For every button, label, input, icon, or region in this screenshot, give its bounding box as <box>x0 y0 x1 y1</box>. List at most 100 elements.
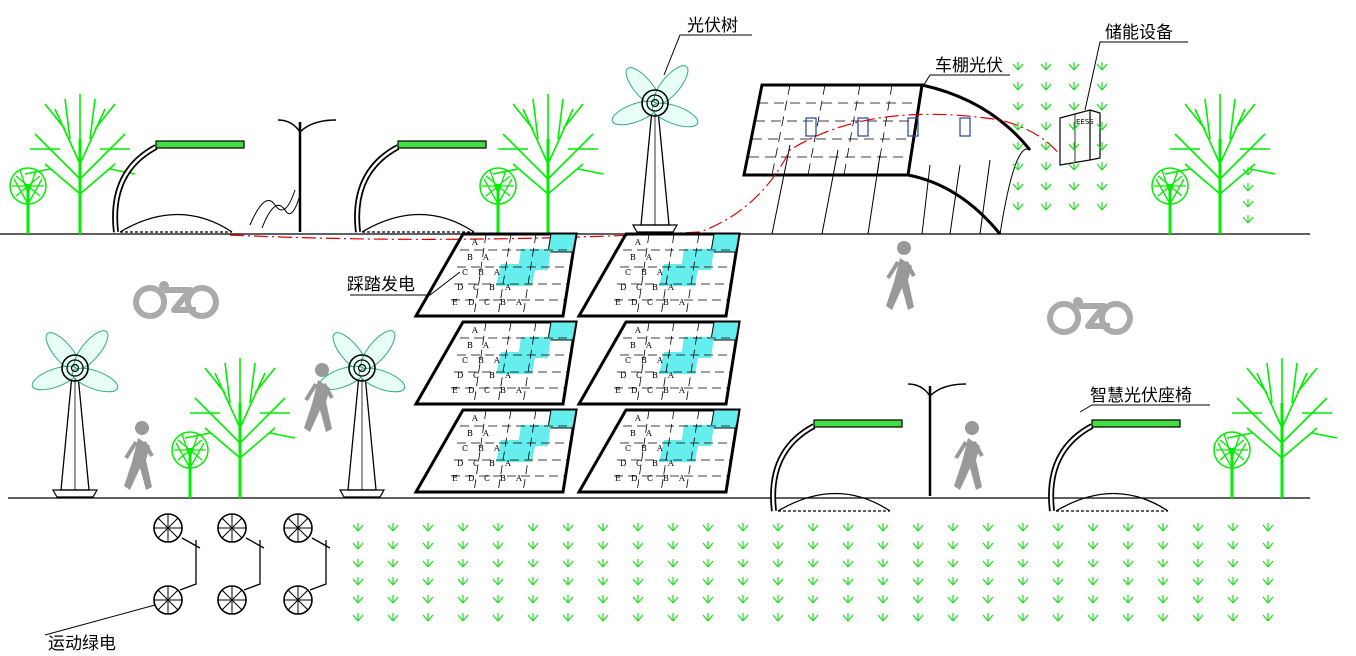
sprout-icon <box>982 576 994 586</box>
sprout-icon <box>597 522 609 532</box>
sprout-icon <box>1017 594 1029 604</box>
sprout-icon <box>422 558 434 568</box>
sprout-icon <box>1262 594 1274 604</box>
tile-letter: B <box>630 341 636 350</box>
tile-letter: C <box>462 356 468 365</box>
tile-letter: C <box>647 474 653 483</box>
pedestrian-icon <box>122 419 154 492</box>
tile-letter: A <box>634 326 641 335</box>
sprout-icon <box>1012 121 1024 131</box>
shrub-icon <box>478 166 518 236</box>
sprout-icon <box>422 540 434 550</box>
smart-pv-bench-icon <box>773 420 902 511</box>
tile-letter: A <box>656 268 663 277</box>
sprout-icon <box>1157 522 1169 532</box>
sprout-icon <box>1096 201 1108 211</box>
tile-letter: D <box>457 371 463 380</box>
sprout-icon <box>1262 576 1274 586</box>
sprout-icon <box>1157 540 1169 550</box>
tile-letter: B <box>641 268 647 277</box>
tile-letter: A <box>656 444 663 453</box>
sprout-icon <box>772 540 784 550</box>
sprout-icon <box>912 576 924 586</box>
sprout-icon <box>1017 576 1029 586</box>
sprout-icon <box>492 558 504 568</box>
sprout-icon <box>807 576 819 586</box>
sprout-icon <box>632 576 644 586</box>
tile-letter: B <box>478 444 484 453</box>
tile-letter: B <box>478 268 484 277</box>
tree-icon <box>491 92 605 236</box>
tile-letter: A <box>493 268 500 277</box>
sprout-icon <box>1122 558 1134 568</box>
pv-tree-icon <box>28 325 122 498</box>
tile-letter: A <box>515 474 522 483</box>
tile-letter: C <box>647 386 653 395</box>
sprout-icon <box>1096 101 1108 111</box>
tile-letter: E <box>452 474 458 483</box>
sprout-icon <box>772 558 784 568</box>
sprout-icon <box>527 540 539 550</box>
sprout-icon <box>772 594 784 604</box>
sprout-icon <box>667 576 679 586</box>
sprout-icon <box>422 522 434 532</box>
sprout-icon <box>1040 181 1052 191</box>
shrub-icon <box>1212 430 1252 500</box>
tile-letter: B <box>652 283 658 292</box>
tile-letter: A <box>471 238 478 247</box>
sprout-icon <box>947 540 959 550</box>
sprout-icon <box>982 558 994 568</box>
sprout-icon <box>422 576 434 586</box>
sprout-icon <box>1052 540 1064 550</box>
sprout-icon <box>947 594 959 604</box>
sprout-icon <box>947 576 959 586</box>
sprout-icon <box>1068 181 1080 191</box>
sprout-icon <box>352 612 364 622</box>
tile-letter: A <box>515 298 522 307</box>
sprout-icon <box>1012 181 1024 191</box>
sprout-icon <box>772 612 784 622</box>
sprout-icon <box>842 594 854 604</box>
sprout-icon <box>1040 81 1052 91</box>
sprout-icon <box>702 612 714 622</box>
sprout-icon <box>1242 198 1254 208</box>
sprout-icon <box>842 522 854 532</box>
tile-letter: C <box>625 268 631 277</box>
sprout-icon <box>1227 558 1239 568</box>
sprout-icon <box>1012 201 1024 211</box>
sprout-icon <box>807 522 819 532</box>
sprout-icon <box>1068 61 1080 71</box>
tile-letter: B <box>652 459 658 468</box>
sprout-icon <box>807 558 819 568</box>
street-lamp-icon <box>276 118 338 234</box>
sprout-icon <box>702 522 714 532</box>
tile-letter: D <box>468 298 474 307</box>
sprout-icon <box>352 540 364 550</box>
tile-letter: C <box>647 298 653 307</box>
sprout-icon <box>1096 81 1108 91</box>
sprout-icon <box>947 522 959 532</box>
sprout-icon <box>702 540 714 550</box>
sprout-icon <box>1017 612 1029 622</box>
sprout-icon <box>667 522 679 532</box>
sprout-icon <box>492 576 504 586</box>
pedal-power-label: 踩踏发电 <box>347 275 415 295</box>
sprout-icon <box>667 558 679 568</box>
sprout-icon <box>1242 182 1254 192</box>
sprout-icon <box>1087 558 1099 568</box>
sprout-icon <box>1192 522 1204 532</box>
tile-letter: E <box>615 474 621 483</box>
tile-letter: A <box>667 459 674 468</box>
sprout-icon <box>702 576 714 586</box>
sprout-icon <box>912 612 924 622</box>
sprout-icon <box>667 612 679 622</box>
sprout-icon <box>1227 522 1239 532</box>
tile-letter: A <box>504 459 511 468</box>
sprout-icon <box>1040 201 1052 211</box>
sprout-icon <box>422 612 434 622</box>
tile-letter: C <box>484 386 490 395</box>
leader-lines <box>44 34 1210 636</box>
sprout-icon <box>597 558 609 568</box>
tile-letter: B <box>630 429 636 438</box>
